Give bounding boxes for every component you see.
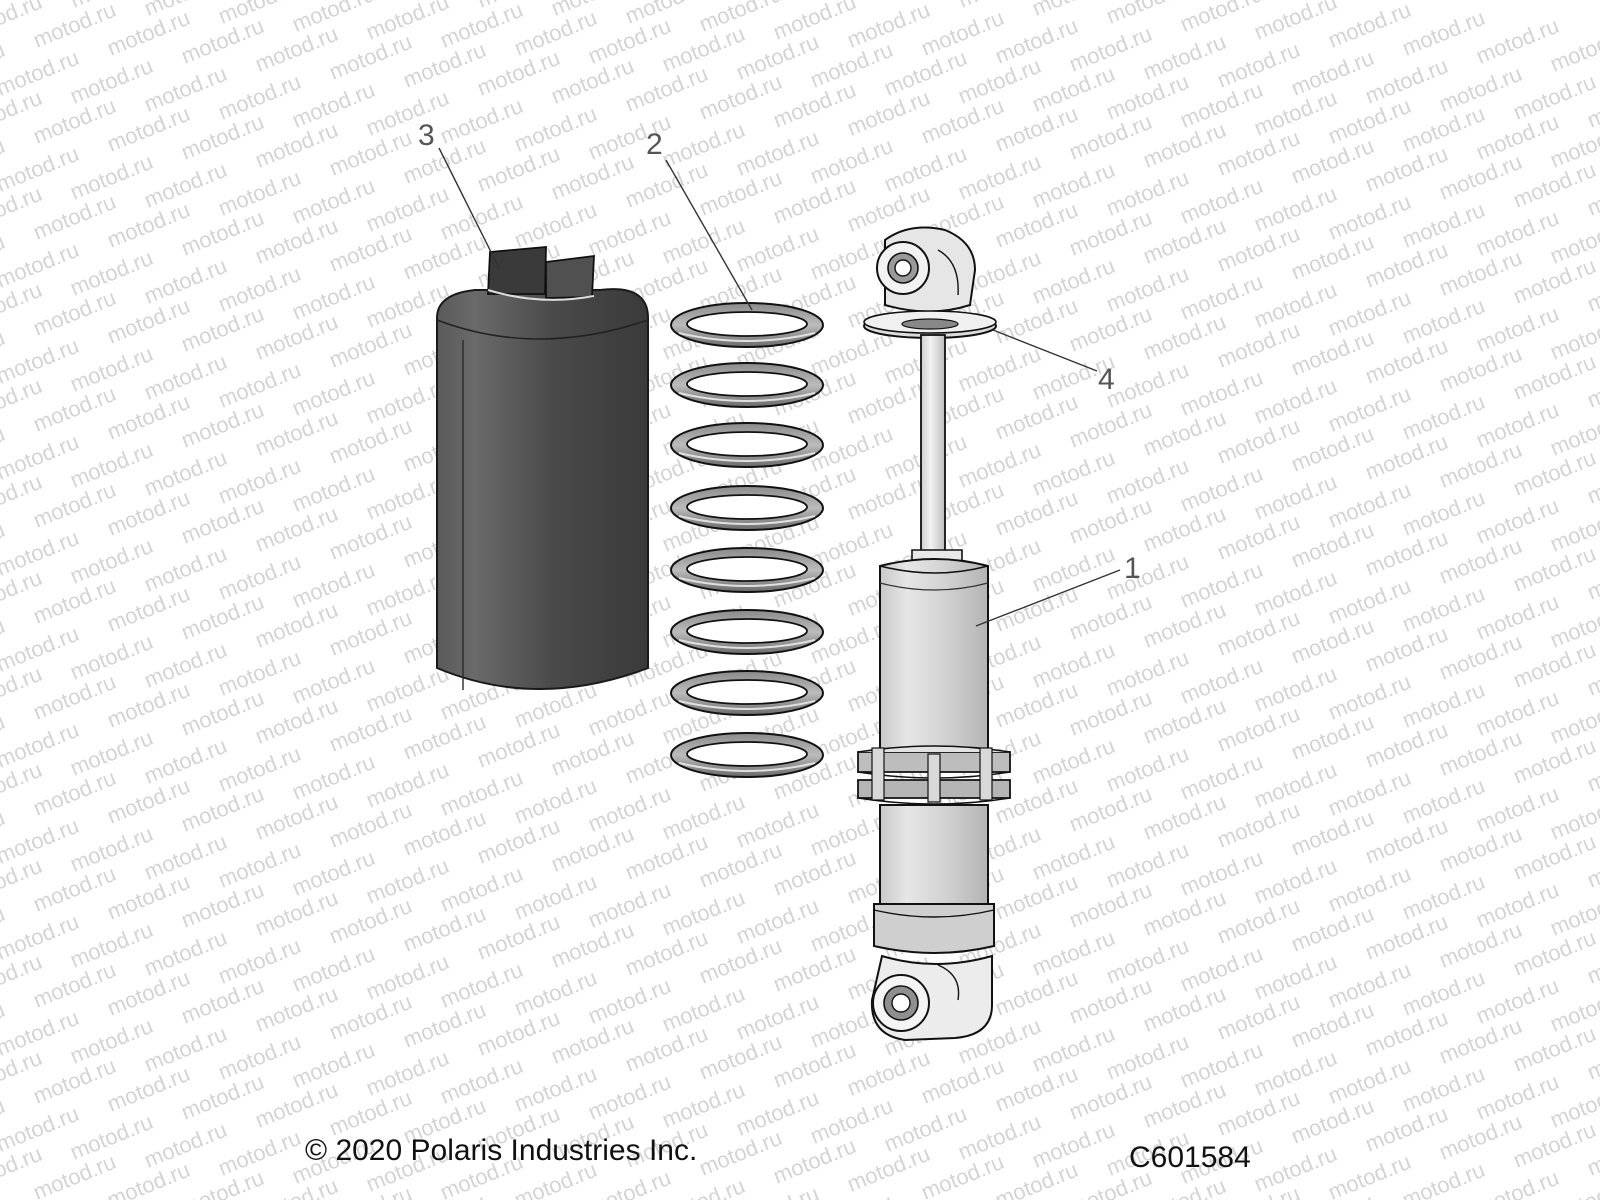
spring-coil (670, 609, 824, 655)
spring-coil (670, 547, 824, 593)
callout-4: 4 (1098, 363, 1115, 396)
spring-coil (670, 485, 824, 531)
spring-coil (670, 302, 824, 348)
callout-1: 1 (1124, 552, 1141, 585)
coil-spring (670, 302, 824, 778)
figure-code: C601584 (1129, 1141, 1251, 1174)
shock-absorber (857, 226, 1011, 1042)
callout-2: 2 (646, 128, 663, 161)
leader-line-4 (992, 329, 1098, 372)
leader-lines (438, 147, 1121, 627)
leader-line-2 (665, 159, 753, 311)
leader-line-1 (975, 569, 1121, 627)
watermark-text: motod.ru (1177, 0, 1267, 37)
spring-coil (670, 732, 824, 778)
leader-line-3 (438, 147, 501, 271)
callout-3: 3 (418, 119, 435, 152)
spring-coil (670, 422, 824, 468)
spring-coil (670, 362, 824, 408)
spring-coil (670, 670, 824, 716)
spring-retainer (863, 310, 997, 339)
copyright-notice: © 2020 Polaris Industries Inc. (305, 1134, 698, 1167)
shock-boot (436, 246, 649, 690)
callout-labels: 1 2 3 4 (418, 119, 1141, 585)
